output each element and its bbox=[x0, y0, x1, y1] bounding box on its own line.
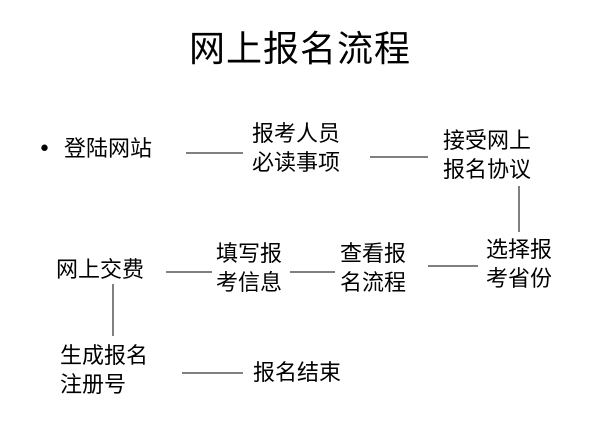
step-fill-info-line-1: 填写报 bbox=[216, 242, 283, 267]
step-must-read-line-1: 报考人员 bbox=[252, 122, 341, 147]
step-select-province-line-2: 考省份 bbox=[486, 267, 553, 292]
step-view-process: 查看报 名流程 bbox=[340, 240, 406, 298]
step-generate-number: 生成报名 注册号 bbox=[60, 342, 148, 400]
page-title: 网上报名流程 bbox=[188, 29, 411, 70]
step-view-process-line-2: 名流程 bbox=[340, 271, 407, 296]
step-finish: 报名结束 bbox=[253, 359, 341, 388]
step-generate-number-line-2: 注册号 bbox=[60, 373, 127, 398]
step-finish-line-1: 报名结束 bbox=[253, 361, 342, 386]
step-pay-online: 网上交费 bbox=[56, 256, 144, 285]
step-login: 登陆网站 bbox=[64, 135, 152, 164]
step-must-read: 报考人员 必读事项 bbox=[252, 120, 340, 178]
step-must-read-line-2: 必读事项 bbox=[252, 151, 341, 176]
step-select-province-line-1: 选择报 bbox=[486, 238, 553, 263]
step-login-line-1: 登陆网站 bbox=[64, 137, 153, 162]
step-pay-online-line-1: 网上交费 bbox=[56, 258, 145, 283]
step-fill-info: 填写报 考信息 bbox=[216, 240, 282, 298]
step-accept-agreement-line-2: 报名协议 bbox=[443, 158, 532, 183]
step-fill-info-line-2: 考信息 bbox=[216, 271, 283, 296]
step-accept-agreement: 接受网上 报名协议 bbox=[443, 127, 531, 185]
bullet-marker: • bbox=[38, 137, 51, 162]
step-generate-number-line-1: 生成报名 bbox=[60, 344, 149, 369]
step-accept-agreement-line-1: 接受网上 bbox=[443, 129, 532, 154]
step-view-process-line-1: 查看报 bbox=[340, 242, 407, 267]
step-select-province: 选择报 考省份 bbox=[486, 236, 552, 294]
